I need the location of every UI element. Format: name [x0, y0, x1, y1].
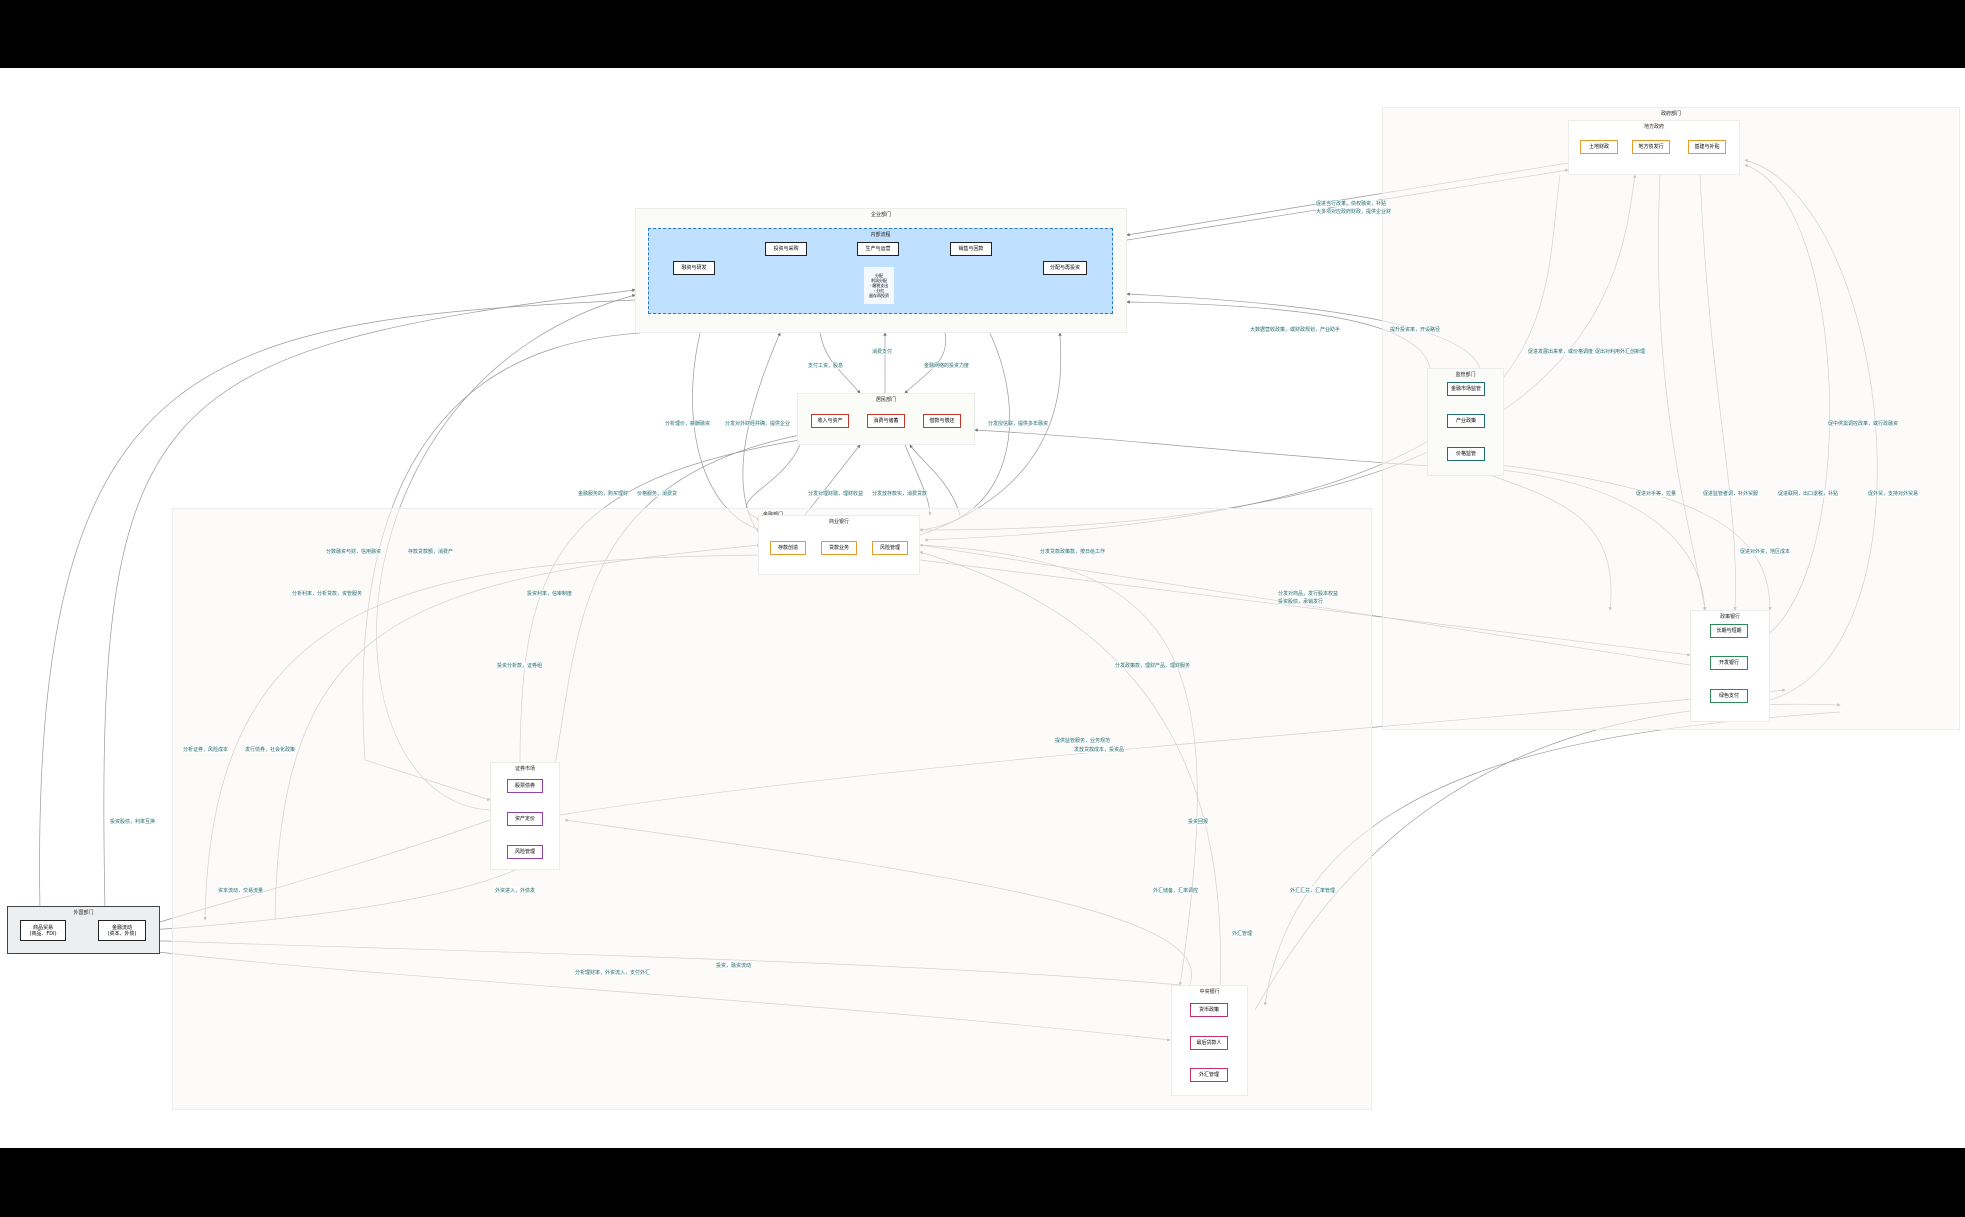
edge-ent-cb-1 [692, 332, 761, 531]
edge-label: 促进对手等，拉量 [1636, 490, 1677, 497]
edge-label: 分数融资与财，信用融资 [326, 548, 382, 555]
edge-label: 存款贷款额，消费产 [408, 548, 454, 555]
node-borrowing[interactable]: 借款与偿还 [923, 414, 961, 428]
edge-hh-cb-2 [904, 444, 932, 516]
edge-label: 分发对商品，发行股本权益 [1278, 590, 1339, 597]
edge-label: 金融服务的，购买理财 [578, 490, 629, 497]
group-title: 企业部门 [870, 212, 891, 218]
edge-label: 促进监管者调，补外贸服 [1703, 490, 1759, 497]
edge-label: 大数据营收政策，或财政规划，产业助手 [1250, 326, 1341, 333]
group-title: 商业银行 [828, 519, 849, 525]
group-title: 证券市场 [514, 766, 535, 772]
edge-label: 外汇管理 [1232, 930, 1253, 937]
node-invest[interactable]: 投资与采购 [765, 242, 807, 256]
node-sec-risk[interactable]: 风险管理 [507, 845, 543, 859]
edge-label: 外汇汇兑，汇率管理 [1290, 887, 1336, 894]
node-production[interactable]: 生产与运营 [857, 242, 899, 256]
edge-label: 分发贷款政策款，按日给工作 [1040, 548, 1106, 555]
edge-ent-fr-1 [38, 299, 636, 911]
edge-label: 投资，融资流动 [716, 962, 752, 969]
edge-label: 投资回报 [1188, 818, 1209, 825]
group-title: 外国部门 [73, 910, 94, 916]
edge-label: 分析证券，风险成本 [183, 746, 229, 753]
group-title: 居民部门 [875, 397, 896, 403]
node-lender-of-last-resort[interactable]: 最后贷款人 [1190, 1036, 1228, 1050]
node-capital-flow[interactable]: 金融流动 (资本、外债) [98, 920, 146, 941]
edge-label: 支付工资，股息 [808, 362, 844, 369]
edge-cb-hh-2 [909, 444, 961, 516]
edge-label: 投资股债，承销发行 [1278, 598, 1324, 605]
edge-label: 外资进入，外债发 [495, 887, 536, 894]
edge-label: 分发对外财经并确，提供企业 [725, 420, 791, 427]
edge-label: 促出对利用外汇创新理 [1595, 348, 1646, 355]
node-income[interactable]: 收入与资产 [811, 414, 849, 428]
edge-label: 提升投资率，开设路径 [1390, 326, 1441, 333]
edge-label: 促进对外资，地区成本 [1740, 548, 1791, 555]
edge-label: 外汇储备，汇率调控 [1153, 887, 1199, 894]
edge-label: 促进联网，出口退税，补贴 [1778, 490, 1839, 497]
node-industry-policy[interactable]: 产业政策 [1447, 414, 1485, 428]
edge-label: 金融网络的投资力度 [924, 362, 970, 369]
node-cb-risk[interactable]: 风险管理 [872, 541, 908, 555]
edge-label: 提供监管服务，业务规范 [1055, 737, 1111, 744]
edge-label: 分发政策款，理财产品，理财服务 [1115, 662, 1191, 669]
edge-cb-ent-1 [742, 332, 781, 536]
edge-label: 促中供需调控改革，或行政融资 [1828, 420, 1899, 427]
node-stocks-bonds[interactable]: 股票债券 [507, 779, 543, 793]
group-title: 政策银行 [1719, 614, 1740, 620]
node-asset-pricing[interactable]: 资产定价 [507, 812, 543, 826]
edge-label: 分发对理财融，理财收益 [808, 490, 864, 497]
node-loan[interactable]: 贷款业务 [821, 541, 857, 555]
edge-fr-ent-1 [103, 288, 636, 911]
node-local-debt[interactable]: 地方债发行 [1632, 140, 1670, 154]
edge-label: 投资利率，信审制度 [527, 590, 573, 597]
edge-label: 消费支付 [872, 348, 893, 355]
node-land-finance[interactable]: 土地财政 [1580, 140, 1618, 154]
edge-label: 大多项对应政府财政，提供企业财 [1316, 208, 1392, 215]
edge-label: 分发放存款实，消费贷款 [872, 490, 928, 497]
node-consume[interactable]: 消费与储蓄 [867, 414, 905, 428]
edge-label: 发放贷款成本，投资品 [1074, 746, 1125, 753]
node-price-regulation[interactable]: 价格监管 [1447, 447, 1485, 461]
edge-label: 促进当行改革，债权融资，补贴 [1316, 200, 1387, 207]
edge-label: 投资股债，利率互换 [110, 818, 156, 825]
node-policy-loans[interactable]: 长期与短期 [1710, 624, 1748, 638]
node-monetary-policy[interactable]: 货币政策 [1190, 1003, 1228, 1017]
edge-label: 分析理价，薪酬融资 [665, 420, 711, 427]
node-rnd[interactable]: 融资与研发 [673, 261, 715, 275]
group-title: 监管部门 [1455, 372, 1476, 378]
edge-label: 促外贸，支持对外贸易 [1868, 490, 1919, 497]
edge-label: 投资分析款，证券组 [497, 662, 543, 669]
group-title: 地方政府 [1643, 124, 1664, 130]
edge-label: 分发授信联，提供多年融资 [988, 420, 1049, 427]
node-fx-management[interactable]: 外汇管理 [1190, 1068, 1228, 1082]
edge-label: 价格服务，消费贷 [637, 490, 678, 497]
node-distribution-note: 分配 利润分配 · 缴税支出 · 分红 留存再投资 [864, 267, 894, 304]
edge-label: 促进发展出来拿，或价格调度 [1528, 348, 1594, 355]
node-deposit[interactable]: 存款创造 [770, 541, 806, 555]
group-title: 内部流程 [870, 232, 891, 238]
node-trade[interactable]: 商品贸易 (商品、FDI) [20, 920, 66, 941]
edge-label: 分析利率，分析贷款，资管服务 [292, 590, 363, 597]
node-sales[interactable]: 销售与回款 [950, 242, 992, 256]
node-fin-regulation[interactable]: 金融市场监管 [1447, 382, 1485, 396]
edge-label: 分析理财率，外资流入，支付外汇 [575, 969, 651, 976]
node-profit[interactable]: 分配与再投资 [1043, 261, 1087, 275]
edge-label: 资本流动，交易流量 [218, 887, 264, 894]
group-title: 中央银行 [1199, 989, 1220, 995]
edge-cb-hh-1 [804, 444, 861, 516]
node-infrastructure[interactable]: 基建与补贴 [1688, 140, 1726, 154]
node-development-bank[interactable]: 开发银行 [1710, 656, 1748, 670]
node-green-payment[interactable]: 绿色支付 [1710, 689, 1748, 703]
edge-label: 发行债券，社会化政策 [245, 746, 296, 753]
group-title: 政府部门 [1660, 111, 1681, 117]
